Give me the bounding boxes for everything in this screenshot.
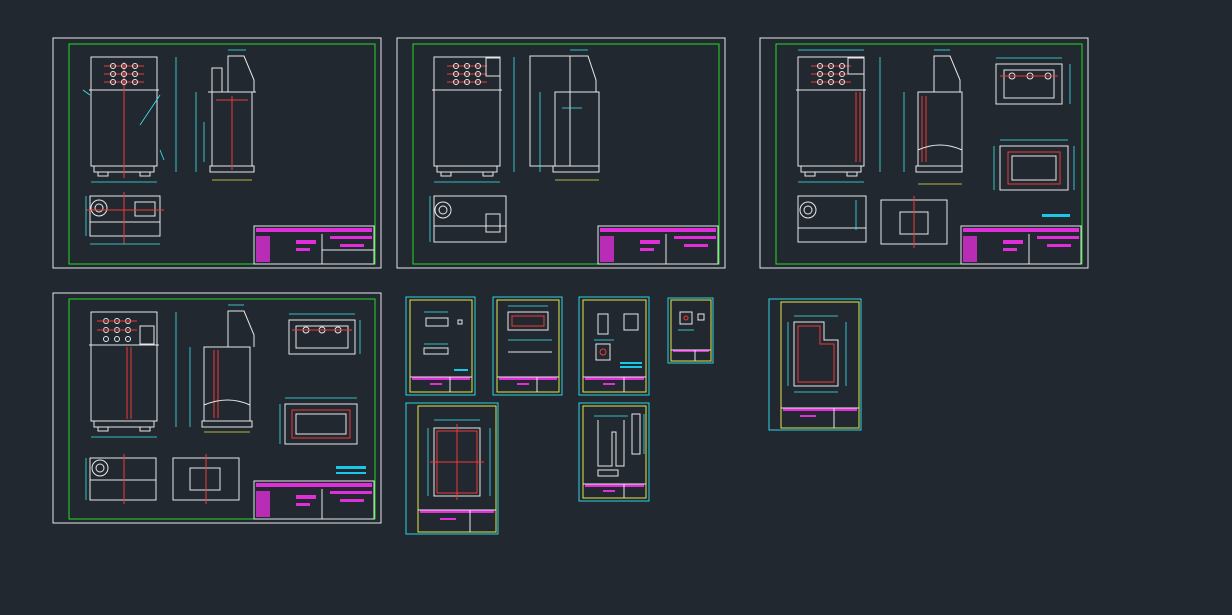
- detail-a: [995, 57, 1071, 105]
- drawing-sheet-1[interactable]: [52, 37, 382, 269]
- front-view: [796, 49, 881, 183]
- title-block: [960, 225, 1082, 265]
- plan-view: [797, 195, 867, 243]
- title-block: [253, 480, 375, 520]
- drawing-sheet-5[interactable]: [405, 296, 476, 396]
- drawing-sheet-7[interactable]: [578, 296, 650, 396]
- note-bar: [1042, 214, 1070, 217]
- drawing-sheet-6[interactable]: [492, 296, 563, 396]
- note-bar-2: [336, 472, 366, 474]
- drawing-sheet-11[interactable]: [768, 298, 862, 431]
- front-view: [82, 56, 177, 183]
- drawing-sheet-3[interactable]: [759, 37, 1089, 269]
- drawing-sheet-8[interactable]: [667, 297, 714, 364]
- section-view: [880, 196, 948, 248]
- side-view: [529, 49, 600, 181]
- title-block: [253, 225, 375, 265]
- plan-view: [85, 454, 157, 504]
- drawing-sheet-10[interactable]: [578, 402, 650, 502]
- plan-view: [429, 195, 507, 243]
- side-view: [189, 304, 255, 433]
- plan-view: [85, 192, 164, 245]
- detail-b: [993, 139, 1075, 191]
- front-view: [432, 56, 515, 183]
- note-bar: [336, 466, 366, 469]
- drawing-sheet-4[interactable]: [52, 292, 382, 524]
- drawing-sheet-9[interactable]: [405, 402, 499, 535]
- section-view: [172, 454, 240, 504]
- detail-a: [288, 313, 361, 355]
- detail-b: [279, 397, 358, 445]
- drawing-sheet-2[interactable]: [396, 37, 726, 269]
- side-view: [903, 49, 963, 185]
- side-view: [195, 49, 256, 181]
- front-view: [89, 311, 177, 438]
- title-block: [597, 225, 719, 265]
